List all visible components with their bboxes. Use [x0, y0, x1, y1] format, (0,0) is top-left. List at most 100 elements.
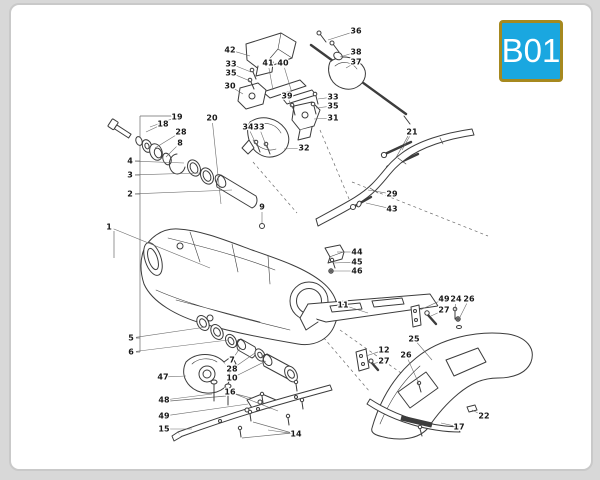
- callout-33: 33: [225, 60, 236, 69]
- leader-line-41: [268, 67, 274, 91]
- lower-guard-part: [171, 384, 333, 442]
- ecu-bracket-part: [245, 32, 297, 77]
- leader-line-26: [458, 303, 468, 320]
- leader-line-3: [134, 172, 201, 176]
- leader-line-18: [145, 125, 159, 133]
- leader-line-48: [168, 393, 213, 400]
- pivot-pin-part: [214, 174, 258, 209]
- callout-27: 27: [378, 357, 389, 366]
- leader-line-34: [249, 131, 258, 147]
- leader-line-33: [260, 131, 268, 149]
- swingarm-stud-9: [259, 223, 265, 229]
- leader-line-37: [345, 64, 352, 69]
- leader-line-27: [430, 311, 440, 317]
- callout-4: 4: [127, 157, 133, 166]
- axle-pin-part: [262, 353, 298, 383]
- callout-49: 49: [158, 412, 170, 421]
- leader-line-16: [234, 393, 279, 412]
- hugger-part: [371, 332, 533, 440]
- leader-line-6: [135, 339, 229, 352]
- spacer-bushing-part: [236, 338, 257, 359]
- bracket-31-part: [291, 101, 321, 141]
- pivot-bushing-part: [149, 143, 172, 166]
- callout-47: 47: [157, 373, 168, 382]
- screws-33-35-right-part: [310, 91, 319, 115]
- bolt-27b-part: [368, 358, 380, 372]
- bolts-14-part: [237, 397, 305, 438]
- leader-line-8: [165, 146, 177, 158]
- leader-line-27: [371, 361, 380, 365]
- bolt-27-part: [424, 310, 438, 326]
- callout-10: 10: [226, 374, 238, 383]
- leader-line-19: [149, 118, 173, 128]
- callout-37: 37: [350, 58, 361, 67]
- callout-31: 31: [327, 114, 339, 123]
- leader-line-26: [407, 359, 420, 385]
- callout-22: 22: [478, 412, 489, 421]
- callout-45: 45: [351, 258, 363, 267]
- leader-line-33: [317, 97, 329, 100]
- leader-line-47: [167, 375, 187, 378]
- leader-line-29: [367, 189, 388, 194]
- leader-line-10: [236, 360, 267, 377]
- callout-16: 16: [224, 388, 236, 397]
- leader-line-22: [471, 409, 480, 415]
- tensioner-part: [183, 354, 237, 394]
- callout-44: 44: [351, 248, 363, 257]
- brake-rod-part: [309, 43, 411, 125]
- callout-28: 28: [226, 365, 238, 374]
- chain-slider-part: [366, 398, 461, 433]
- callout-46: 46: [351, 267, 363, 276]
- callout-30: 30: [224, 82, 236, 91]
- leader-line-35: [235, 74, 251, 82]
- leader-line-49: [168, 403, 249, 416]
- callout-40: 40: [277, 59, 289, 68]
- callout-12: 12: [378, 346, 389, 355]
- leader-line-43: [365, 202, 388, 209]
- callout-6: 6: [128, 348, 134, 357]
- callout-38: 38: [350, 48, 362, 57]
- callout-1: 1: [106, 223, 112, 232]
- leader-line-45: [333, 261, 353, 264]
- callout-26: 26: [400, 351, 412, 360]
- callout-9: 9: [259, 203, 265, 212]
- callout-42: 42: [224, 46, 235, 55]
- thrust-washer-part: [254, 348, 266, 362]
- circlip-part: [168, 153, 186, 175]
- callout-18: 18: [157, 120, 169, 129]
- callout-36: 36: [350, 27, 362, 36]
- page-code-badge: B01: [499, 20, 563, 82]
- callout-26: 26: [463, 295, 475, 304]
- callout-5: 5: [128, 334, 134, 343]
- leader-line-32: [283, 147, 300, 150]
- callout-20: 20: [206, 114, 218, 123]
- callout-7: 7: [229, 356, 235, 365]
- mount-plates-part: [262, 79, 317, 105]
- callout-15: 15: [158, 425, 170, 434]
- linkage-32-part: [241, 117, 290, 158]
- callout-35: 35: [225, 69, 237, 78]
- callout-33: 33: [327, 93, 338, 102]
- leader-line-1: [113, 228, 211, 269]
- callout-49: 49: [438, 295, 450, 304]
- leader-line-7: [234, 347, 241, 357]
- callout-33: 33: [253, 123, 264, 132]
- callout-8: 8: [177, 139, 183, 148]
- callout-39: 39: [281, 92, 293, 101]
- callout-14: 14: [290, 430, 302, 439]
- bolts-48-part: [210, 379, 232, 406]
- callout-3: 3: [127, 171, 133, 180]
- leader-line-4: [134, 160, 185, 164]
- rear-bearing-stack-part: [196, 315, 238, 349]
- leader-line-17: [440, 422, 455, 427]
- callout-41: 41: [262, 59, 274, 68]
- leader-line-28: [154, 134, 177, 149]
- relay-bracket-part: [237, 82, 267, 110]
- diagram-linework: [107, 30, 533, 442]
- callout-29: 29: [386, 190, 398, 199]
- leader-line-20: [212, 122, 222, 205]
- leader-line-42: [234, 51, 251, 57]
- callout-34: 34: [242, 123, 254, 132]
